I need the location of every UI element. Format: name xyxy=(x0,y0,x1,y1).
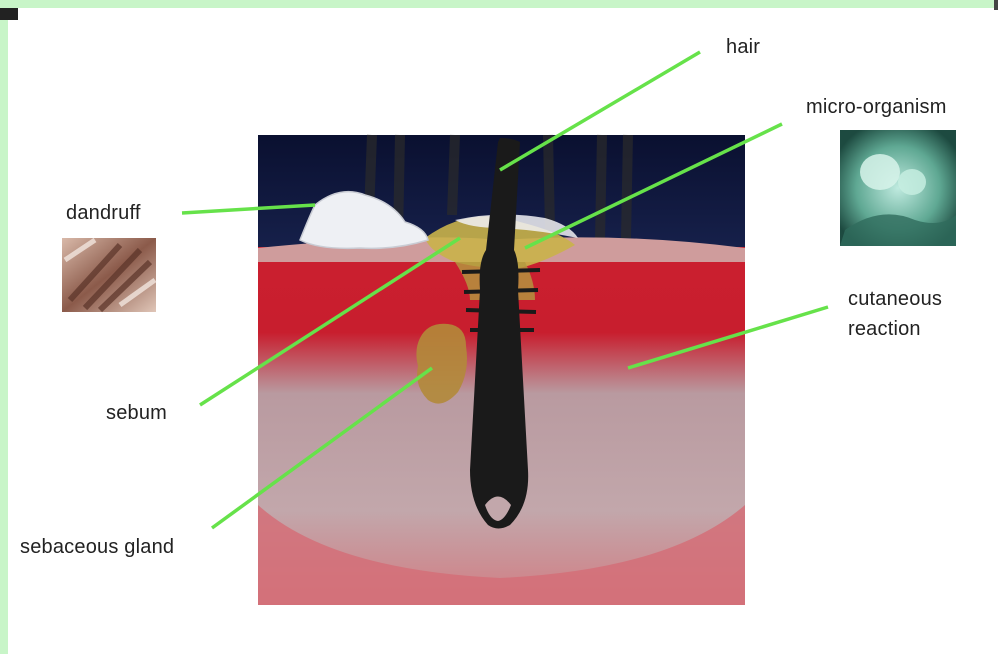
label-micro-organism: micro-organism xyxy=(806,96,947,119)
label-reaction: reaction xyxy=(848,318,921,341)
label-sebum: sebum xyxy=(106,402,167,425)
dandruff-thumbnail xyxy=(62,238,156,312)
label-dandruff: dandruff xyxy=(66,202,141,225)
label-sebaceous-gland: sebaceous gland xyxy=(20,536,174,559)
skin-cross-section xyxy=(258,135,745,605)
label-hair: hair xyxy=(726,36,760,59)
label-cutaneous: cutaneous xyxy=(848,288,942,311)
microorganism-thumbnail xyxy=(840,130,956,246)
